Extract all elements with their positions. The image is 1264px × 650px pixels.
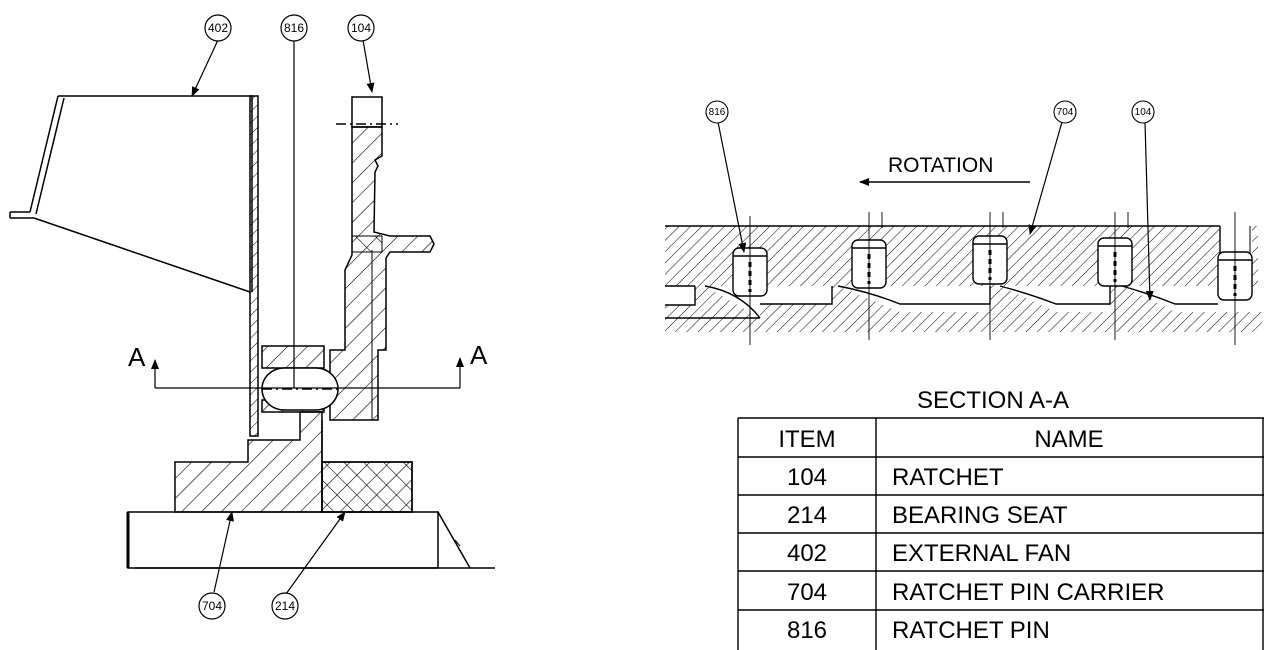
- table-row-item: 402: [787, 540, 827, 567]
- ratchet-outline: [329, 96, 435, 421]
- table-row-name: RATCHET PIN CARRIER: [892, 579, 1164, 606]
- ratchet-pin-outline: [261, 367, 340, 411]
- section-marker-left: A: [128, 342, 146, 372]
- parts-table: ITEM NAME 104 RATCHET 214 BEARING SEAT 4…: [737, 417, 1264, 650]
- bearing-seat-outline: [321, 420, 413, 513]
- table-row-item: 816: [787, 617, 827, 644]
- section-marker-right: A: [470, 340, 488, 370]
- section-title: SECTION A-A: [917, 387, 1069, 414]
- external-fan-outline: [9, 95, 259, 437]
- callout-816-left: 816: [280, 14, 308, 42]
- left-assembly-view: [9, 39, 495, 595]
- table-row-name: RATCHET PIN: [892, 617, 1050, 644]
- callout-214: 214: [271, 592, 299, 620]
- table-header-item: ITEM: [778, 426, 835, 453]
- base-plate-outline: [126, 511, 495, 569]
- callout-104-left: 104: [347, 14, 375, 42]
- table-header-name: NAME: [1034, 426, 1103, 453]
- table-row-item: 214: [787, 502, 827, 529]
- callout-816-section-label: 816: [709, 107, 726, 118]
- table-row-name: EXTERNAL FAN: [892, 540, 1071, 567]
- callout-816-left-label: 816: [284, 21, 304, 35]
- callout-704-section-label: 704: [1057, 107, 1074, 118]
- table-row-item: 704: [787, 579, 827, 606]
- callout-704-left: 704: [198, 592, 226, 620]
- callout-104-left-label: 104: [351, 21, 371, 35]
- callout-402: 402: [204, 14, 232, 42]
- section-line-a-a: [151, 357, 464, 389]
- table-row-item: 104: [787, 464, 827, 491]
- table-row-name: RATCHET: [892, 464, 1004, 491]
- callout-214-label: 214: [275, 599, 295, 613]
- callout-816-section: 816: [705, 100, 729, 124]
- section-a-a-view: [665, 121, 1262, 345]
- ratchet-band: [665, 285, 1262, 332]
- callout-104-section-label: 104: [1135, 107, 1152, 118]
- callout-704-left-label: 704: [202, 599, 222, 613]
- callout-104-section: 104: [1131, 100, 1155, 124]
- callout-704-section: 704: [1053, 100, 1077, 124]
- table-row-name: BEARING SEAT: [892, 502, 1068, 529]
- callout-402-label: 402: [208, 21, 228, 35]
- pin-centerlines: [749, 212, 1236, 345]
- rotation-label: ROTATION: [888, 154, 993, 177]
